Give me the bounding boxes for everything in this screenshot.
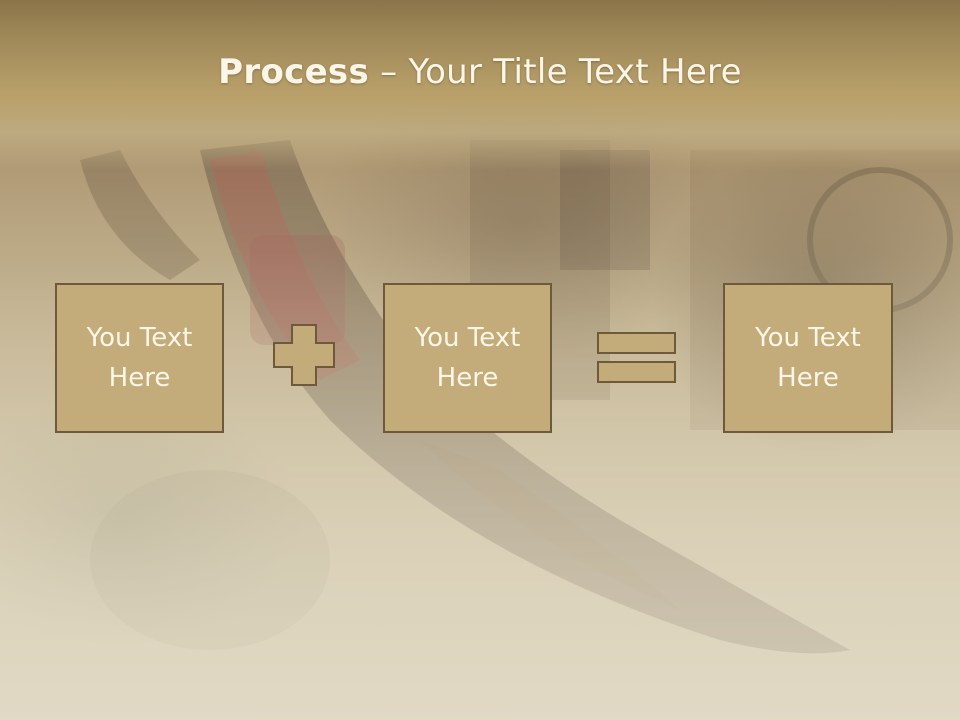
process-box-1[interactable]: You Text Here bbox=[55, 283, 224, 433]
slide-title[interactable]: Process – Your Title Text Here bbox=[0, 52, 960, 92]
equals-icon-bottom-bar bbox=[597, 361, 676, 383]
process-box-2[interactable]: You Text Here bbox=[383, 283, 552, 433]
plus-icon bbox=[275, 344, 333, 366]
equals-icon-top-bar bbox=[597, 332, 676, 354]
title-rest-part: – Your Title Text Here bbox=[369, 52, 742, 92]
process-box-3[interactable]: You Text Here bbox=[723, 283, 893, 433]
title-bar bbox=[0, 0, 960, 170]
title-bold-part: Process bbox=[218, 52, 370, 92]
